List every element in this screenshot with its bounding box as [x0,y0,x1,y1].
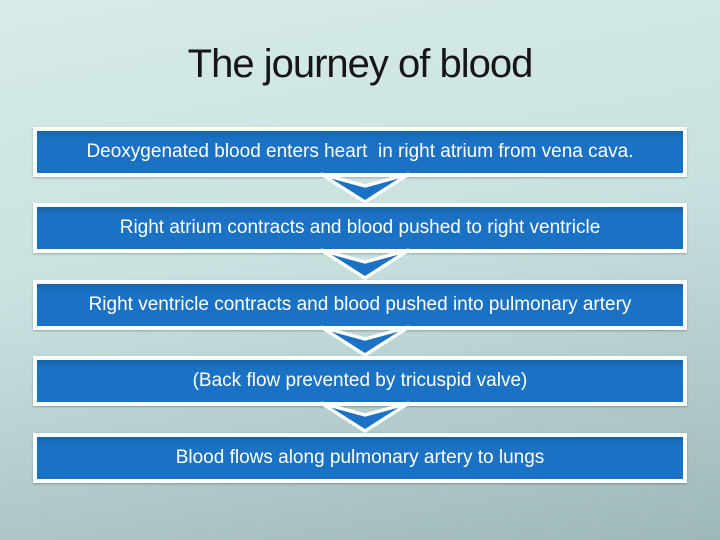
down-arrow-icon [319,401,411,433]
down-arrow-icon [319,325,411,357]
flow-step-3-label: Right ventricle contracts and blood push… [88,293,632,315]
slide-title: The journey of blood [187,42,534,86]
down-arrow-icon [319,248,411,280]
flow-step-5: Blood flows along pulmonary artery to lu… [33,433,687,483]
flow-step-5-label: Blood flows along pulmonary artery to lu… [175,446,545,468]
flow-step-4-label: (Back flow prevented by tricuspid valve) [192,369,528,391]
down-arrow-icon [319,172,411,204]
flow-step-4: (Back flow prevented by tricuspid valve) [33,356,687,406]
flow-step-2: Right atrium contracts and blood pushed … [33,203,687,253]
flow-step-1: Deoxygenated blood enters heart in right… [33,127,687,177]
flow-step-3: Right ventricle contracts and blood push… [33,280,687,330]
flow-step-1-label: Deoxygenated blood enters heart in right… [86,140,634,162]
flow-step-2-label: Right atrium contracts and blood pushed … [119,216,601,238]
